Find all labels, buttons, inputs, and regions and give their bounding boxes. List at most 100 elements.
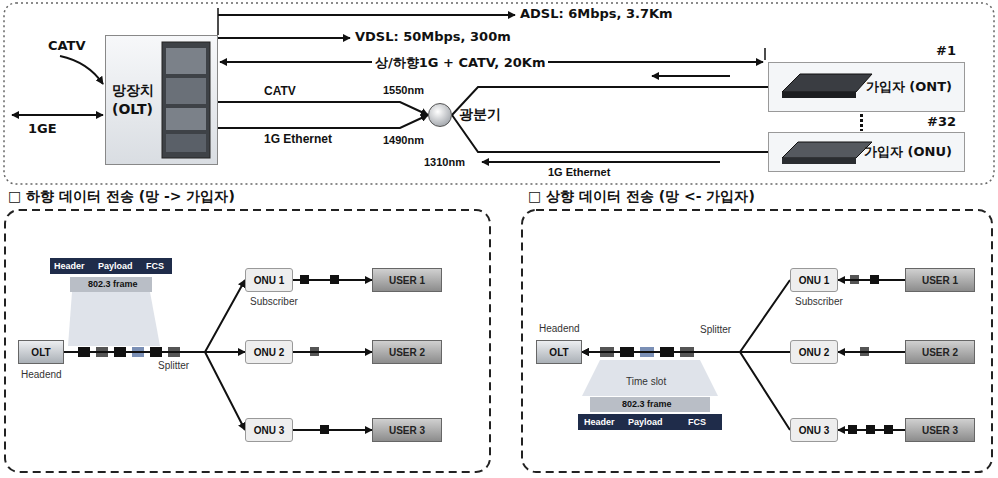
node-text: 망장치 (OLT) (112, 81, 166, 119)
edge-label: 1G Ethernet (262, 133, 334, 146)
node-box: OLTHeadend (18, 340, 64, 364)
node-text: ONU 1 (254, 275, 285, 286)
vdsl-arrow (218, 37, 350, 39)
node-text: Headend (21, 369, 62, 380)
node-text: 광분기 (459, 106, 501, 124)
section-border (5, 210, 490, 472)
connector (64, 280, 245, 352)
packets (78, 275, 893, 434)
node-box: USER 3 (905, 418, 975, 442)
node-text: USER 2 (922, 347, 958, 358)
connector (582, 352, 790, 430)
text-label: 802.3 frame (622, 399, 672, 409)
node-text: USER 1 (389, 275, 425, 286)
frame-bar (50, 258, 172, 274)
frame-zoom (68, 292, 160, 346)
node-box: ONU 3 (245, 418, 293, 442)
text-label: FCS (146, 261, 164, 271)
ont-device (782, 92, 856, 98)
node-box: ONU 3 (790, 418, 838, 442)
text-label: CATV (48, 38, 86, 53)
text-label: 1310nm (424, 156, 465, 168)
onu-device (782, 142, 872, 158)
node-text: ONU 3 (799, 425, 830, 436)
node-box: 광분기 (428, 103, 452, 127)
frame-bar (70, 277, 152, 292)
text-label: □ 하향 데이터 전송 (망 -> 가입자) (8, 188, 235, 206)
adsl-arrow (218, 14, 515, 16)
node-text: #32 (927, 114, 956, 129)
onu-device (782, 158, 856, 164)
frame-bar (590, 397, 710, 412)
olt-fill (105, 35, 218, 165)
connector (838, 351, 905, 353)
node-box: HeadendOLT (536, 340, 582, 364)
node-box: #32가입자 (ONU) (768, 132, 965, 172)
upstream-arrow (652, 75, 730, 77)
node-text: 가입자 (ONU) (864, 143, 952, 161)
text-label: 1550nm (383, 84, 424, 96)
connector (293, 351, 372, 353)
node-text: ONU 2 (799, 347, 830, 358)
node-box: USER 1 (372, 268, 442, 292)
text-label: Splitter (158, 360, 189, 371)
node-box: USER 2 (372, 340, 442, 364)
node-box: ONU 2 (245, 340, 293, 364)
text-label: 상/하향1G + CATV, 20Km (372, 54, 548, 72)
node-text: OLT (31, 347, 50, 358)
text-label: Header (584, 417, 615, 427)
onu-fill (768, 132, 965, 172)
reach-tick (764, 48, 766, 60)
text-label: Payload (628, 417, 663, 427)
ellipsis-dots (860, 114, 863, 131)
node-text: Headend (539, 323, 580, 334)
catv-arrow (60, 56, 103, 84)
connector (838, 429, 905, 431)
text-label: 1490nm (383, 134, 424, 146)
node-box: #1가입자 (ONT) (768, 62, 965, 112)
text-label: VDSL: 50Mbps, 300m (355, 29, 511, 44)
node-box: 망장치 (OLT) (105, 35, 218, 165)
text-label: □ 상향 데이터 전송 (망 <- 가입자) (528, 188, 755, 206)
connector (218, 115, 428, 128)
text-label: Payload (98, 261, 133, 271)
node-text: USER 3 (922, 425, 958, 436)
node-box: ONU 2 (790, 340, 838, 364)
text-label: Subscriber (250, 296, 298, 307)
connector (218, 102, 428, 115)
upstream-arrow (482, 161, 720, 163)
connector (293, 429, 372, 431)
ge-arrow (12, 114, 103, 116)
node-box: USER 2 (905, 340, 975, 364)
node-box: ONU 1 (790, 268, 838, 292)
text-label: Splitter (700, 324, 731, 335)
ont-fill (768, 62, 965, 112)
text-label: FCS (688, 417, 706, 427)
panel-border (4, 3, 994, 184)
node-text: ONU 3 (254, 425, 285, 436)
node-text: #1 (936, 43, 956, 58)
node-text: ONU 2 (254, 347, 285, 358)
node-box: ONU 1 (245, 268, 293, 292)
text-label: ADSL: 6Mbps, 3.7Km (520, 6, 673, 21)
frame-zoom (582, 360, 718, 396)
connector (838, 279, 905, 281)
text-label: 1GE (28, 121, 57, 136)
rack-icon (162, 42, 210, 158)
text-label: Header (54, 261, 85, 271)
node-text: USER 2 (389, 347, 425, 358)
connector (293, 279, 372, 281)
connector (64, 352, 245, 430)
text-label: 1G Ethernet (548, 166, 610, 178)
connector (582, 280, 790, 352)
text-label: 802.3 frame (88, 279, 138, 289)
node-box: USER 3 (372, 418, 442, 442)
node-text: USER 1 (922, 275, 958, 286)
node-text: OLT (549, 347, 568, 358)
section-border (522, 210, 992, 472)
node-text: ONU 1 (799, 275, 830, 286)
ont-device (782, 74, 872, 92)
text-label: Time slot (626, 376, 666, 387)
node-text: 가입자 (ONT) (866, 78, 952, 96)
